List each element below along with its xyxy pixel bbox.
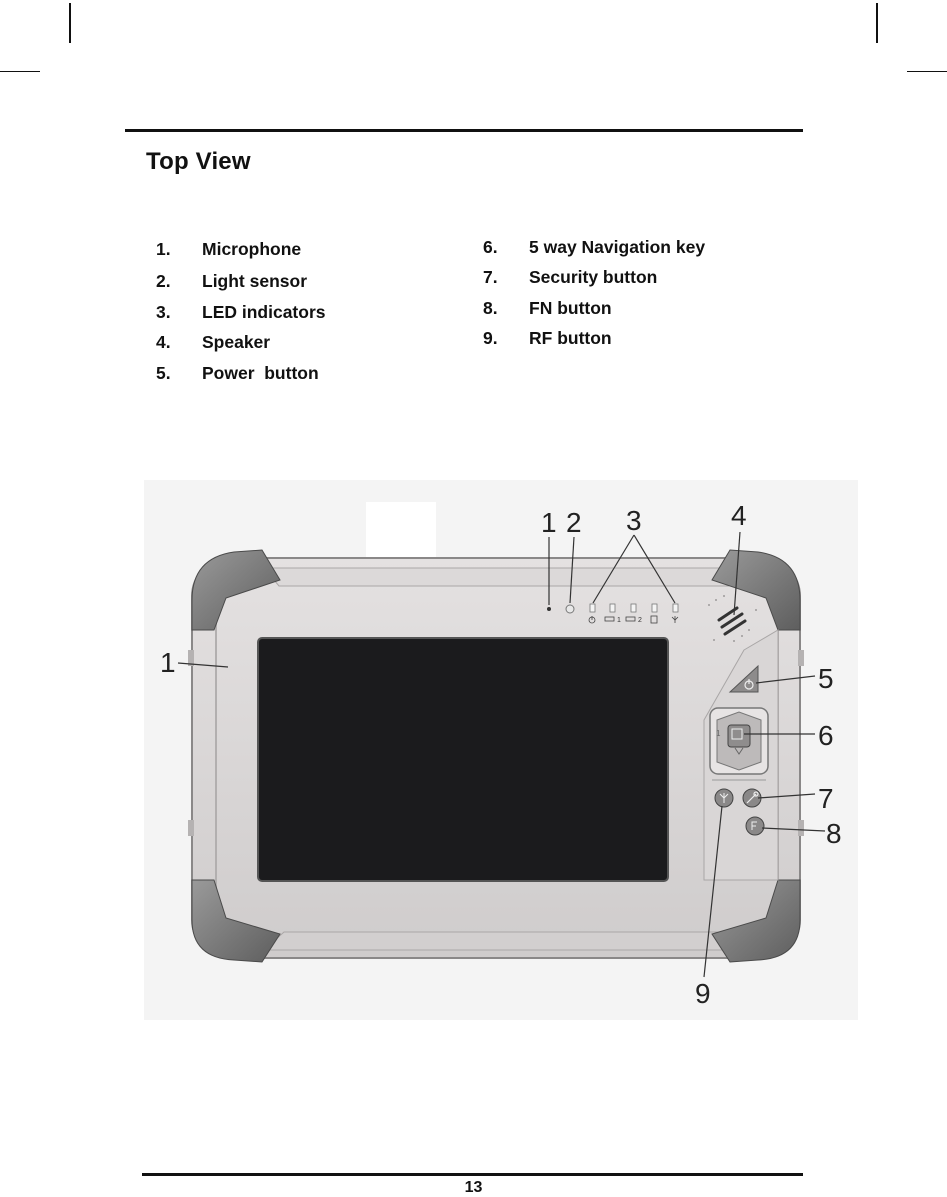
callout-8: 8 [826,818,842,849]
list-label: Speaker [202,332,271,352]
side-bump [798,650,804,666]
led-power [589,603,596,613]
leader-fn [761,827,826,832]
leader-speaker [733,531,741,616]
header-rule [125,129,803,132]
speaker-holes [708,595,757,642]
callout-2: 2 [566,507,582,538]
key-icon [746,791,759,804]
leader-lines [177,531,826,978]
top-band [262,567,746,587]
nav-up-label: 1 [716,729,721,738]
crop-mark-right [907,71,947,72]
list-number: 5. [156,363,171,383]
crop-mark-top-left [69,3,71,43]
list-number: 9. [483,328,498,348]
led-rf [672,603,679,613]
device-top-view-figure: 1 2 1 [144,480,858,1020]
list-label: Security button [529,267,658,287]
leader-power [755,675,816,684]
list-number: 6. [483,237,498,257]
list-number: 4. [156,332,171,352]
led-battery-2 [630,603,637,613]
side-bump [188,820,194,836]
callout-7: 7 [818,783,834,814]
list-label: RF button [529,328,612,348]
leader-led-right [633,534,676,604]
leader-microphone-left [177,662,229,668]
bumper-top-left [191,549,281,631]
bumper-top-right [711,549,801,631]
callout-1-left: 1 [160,647,176,678]
list-number: 2. [156,271,171,291]
light-sensor [565,604,575,614]
callout-3: 3 [626,505,642,536]
led-storage [651,603,658,613]
section-title: Top View [146,148,251,175]
antenna-icon [719,793,729,803]
fn-icon [751,821,757,830]
power-button[interactable] [728,664,759,693]
select-icon [731,728,743,740]
list-number: 3. [156,302,171,322]
list-label: Light sensor [202,271,308,291]
battery-1-label: 1 [617,617,621,624]
leader-led-left [592,534,635,604]
list-label: FN button [529,298,612,318]
callout-6: 6 [818,720,834,751]
bumper-bottom-right [711,879,801,963]
list-number: 1. [156,239,171,259]
crop-mark-top-right [876,3,878,43]
power-icon [744,679,754,690]
power-icon [588,616,596,624]
leader-light-sensor [569,536,575,604]
callout-1-top: 1 [541,507,557,538]
list-label: Power button [202,363,319,383]
callout-9: 9 [695,978,711,1009]
led-battery-1 [609,603,616,613]
antenna-icon [671,616,679,623]
bumper-bottom-left [191,879,281,963]
battery-icon [625,616,636,622]
callout-5: 5 [818,663,834,694]
crop-mark-left [0,71,40,72]
footer-rule [142,1173,803,1176]
leader-security [757,793,816,799]
page-number: 13 [464,1179,483,1196]
device-illustration: 1 2 1 [144,480,858,1020]
list-number: 7. [483,267,498,287]
photo-highlight [366,502,436,562]
list-label: 5 way Navigation key [529,237,706,257]
navigation-center-button[interactable] [727,724,751,748]
leader-rf [703,805,723,978]
list-label: Microphone [202,239,302,259]
device-screen [257,637,669,882]
side-bump [798,820,804,836]
list-label: LED indicators [202,302,326,322]
battery-icon [604,616,615,622]
bottom-band [262,931,746,951]
callout-4: 4 [731,500,747,531]
storage-icon [650,615,658,624]
nav-down-icon [734,747,744,755]
list-number: 8. [483,298,498,318]
side-bump [188,650,194,666]
battery-2-label: 2 [638,617,642,624]
microphone-dot [547,607,551,611]
